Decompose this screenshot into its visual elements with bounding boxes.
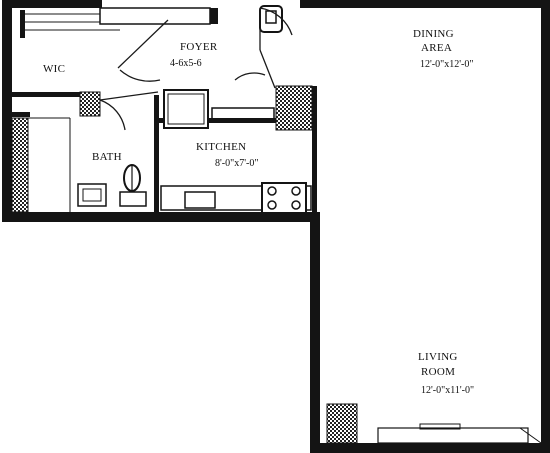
bath-top-wall — [12, 112, 30, 117]
living-window — [377, 423, 542, 444]
bath-right-wall — [154, 95, 159, 212]
bath-label: BATH — [92, 151, 122, 163]
kitchen-dims: 8'-0"x7'-0" — [215, 158, 258, 169]
living-label-line1: LIVING — [418, 351, 458, 363]
living-chase-hatch — [326, 403, 358, 444]
kitchen-fixtures — [160, 89, 312, 214]
kitchen-label: KITCHEN — [196, 141, 246, 153]
foyer-closet — [99, 7, 211, 25]
left-wall — [2, 0, 12, 222]
kitchen-sink — [184, 191, 216, 209]
living-label-line2: ROOM — [421, 366, 455, 378]
bath-door-swing — [99, 99, 126, 131]
wic-label: WIC — [43, 63, 65, 75]
lower-counter — [160, 185, 312, 211]
refrigerator — [163, 89, 209, 129]
foyer-dims: 4-6x5-6 — [170, 58, 202, 69]
dining-label-line1: DINING — [413, 28, 454, 40]
stove — [261, 182, 307, 214]
bottom-wall-lower — [310, 443, 550, 453]
living-dims: 12'-0"x11'-0" — [421, 385, 474, 396]
kitchen-top-wall — [159, 118, 279, 123]
top-wall-right — [300, 0, 548, 8]
closet-post — [210, 8, 218, 24]
bottom-wall-upper — [2, 212, 320, 222]
baseboard-heater — [377, 427, 529, 444]
foyer-label: FOYER — [180, 41, 218, 53]
top-wall — [2, 0, 102, 8]
wic-door-swing — [119, 69, 161, 82]
dining-label-line2: AREA — [421, 42, 452, 54]
bath-fixtures — [27, 117, 147, 212]
dining-dims: 12'-0"x12'-0" — [420, 59, 473, 70]
kitchen-door-swing — [234, 72, 266, 81]
chase-hatch — [79, 91, 101, 117]
kitchen-chase-hatch — [275, 85, 313, 131]
bath-chase-hatch — [11, 117, 29, 213]
closet-shelves — [25, 5, 283, 33]
wic-closet-wall — [20, 10, 25, 38]
room-labels: DINING AREA 12'-0"x12'-0" FOYER 4-6x5-6 … — [43, 28, 474, 396]
bath-vanity — [77, 183, 107, 207]
boiler-unit — [259, 5, 283, 33]
upper-counter — [211, 107, 275, 123]
kitchen-right-wall — [312, 86, 317, 214]
right-wall — [541, 0, 550, 453]
toilet-tank — [119, 191, 147, 207]
door-swings — [99, 7, 293, 131]
entry-door-swing — [259, 7, 293, 36]
inner-corner-wall — [310, 212, 320, 453]
wic-bottom-wall — [12, 92, 80, 97]
